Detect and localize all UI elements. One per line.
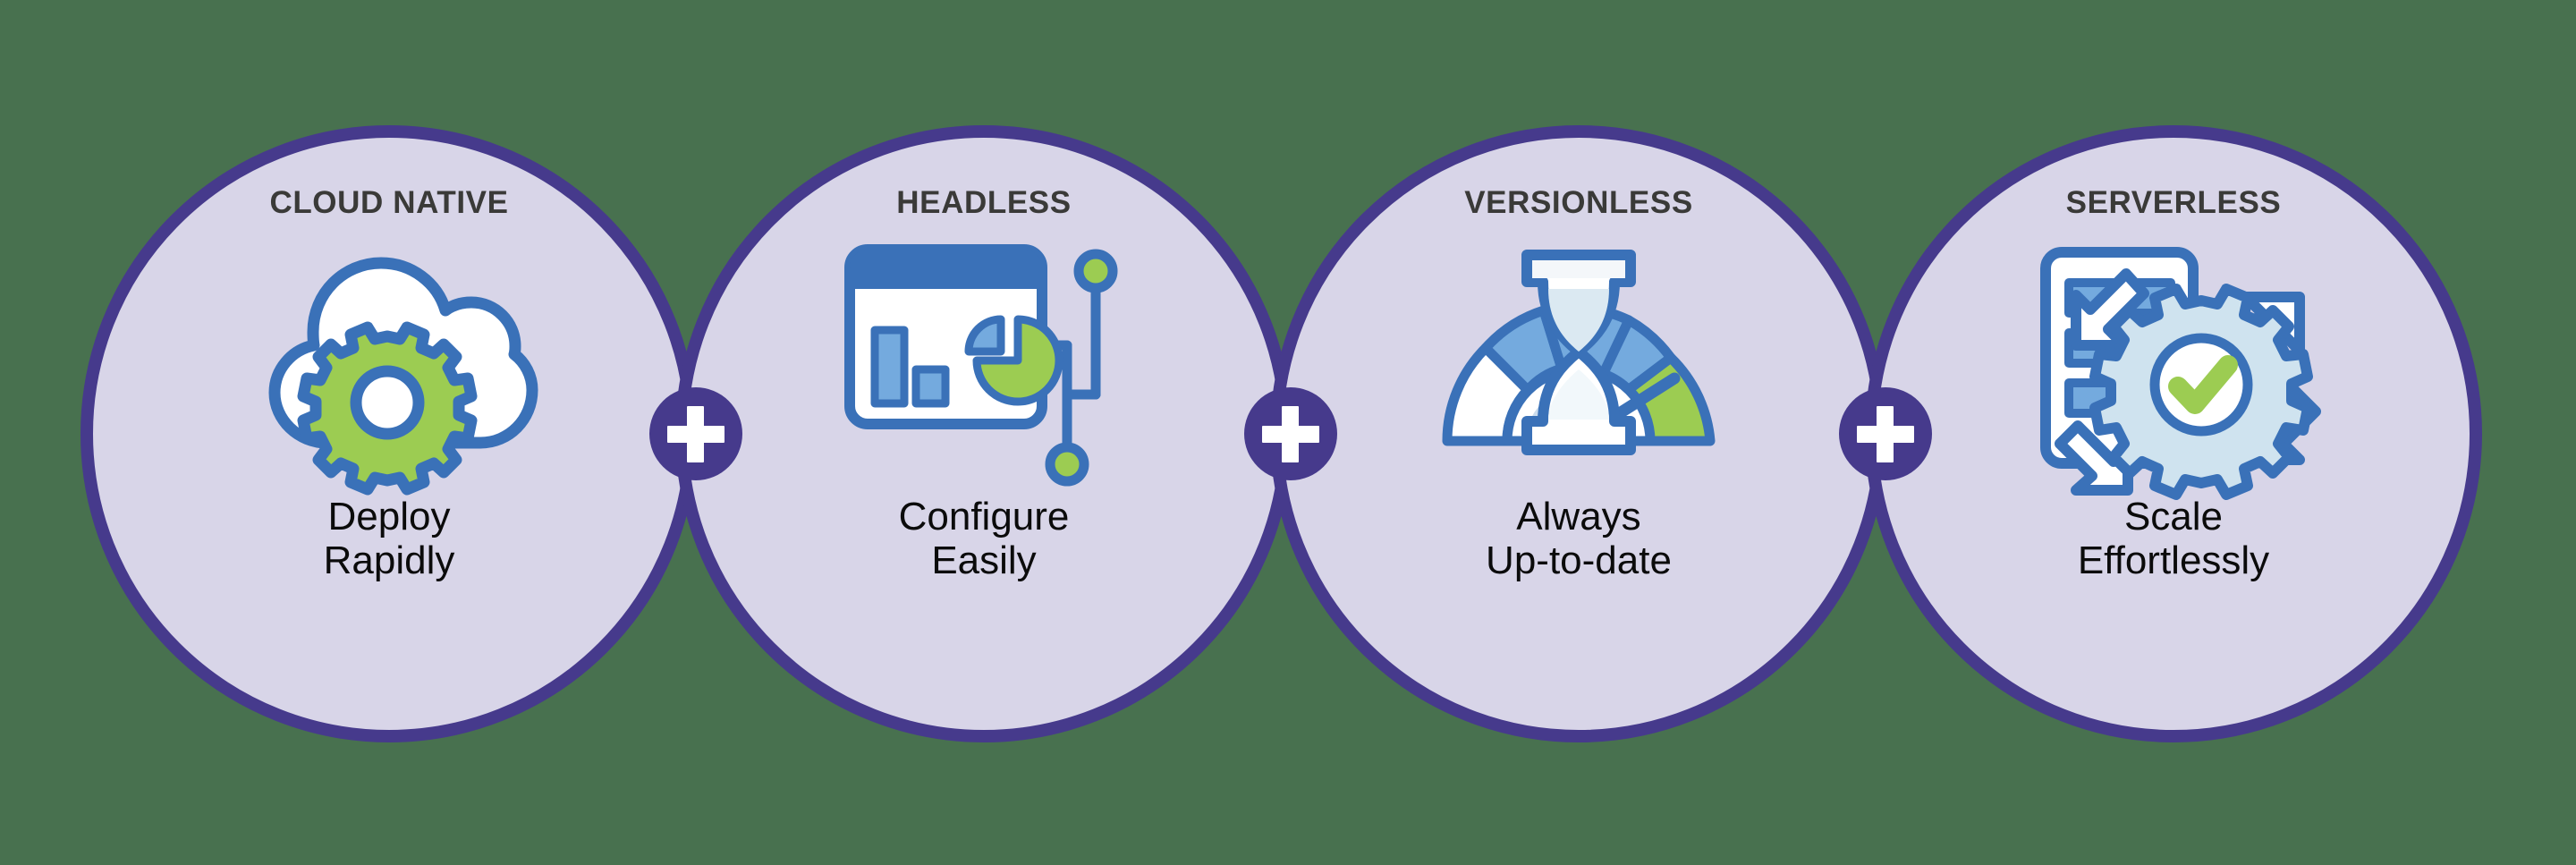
caption-line-1: Deploy: [327, 495, 451, 539]
plus-connector-1: [649, 387, 742, 480]
pillar-title: VERSIONLESS: [1464, 185, 1693, 220]
caption-line-1: Scale: [2123, 495, 2224, 539]
pillar-caption: Always Up-to-date: [1486, 495, 1672, 583]
plus-connector-2: [1244, 387, 1337, 480]
pillar-caption: Configure Easily: [899, 495, 1070, 583]
caption-line-2: Effortlessly: [2077, 539, 2270, 583]
cloud-gear-icon: [237, 226, 541, 496]
caption-line-2: Up-to-date: [1486, 539, 1672, 583]
pillar-versionless[interactable]: VERSIONLESS: [1270, 125, 1887, 742]
pillar-title: HEADLESS: [896, 185, 1072, 220]
pillar-serverless[interactable]: SERVERLESS: [1865, 125, 2482, 742]
pillar-caption: Deploy Rapidly: [324, 495, 455, 583]
caption-line-2: Rapidly: [323, 539, 455, 583]
caption-line-2: Easily: [931, 539, 1037, 583]
pillar-caption: Scale Effortlessly: [2078, 495, 2269, 583]
pillar-title: SERVERLESS: [2065, 185, 2282, 220]
pillar-headless[interactable]: HEADLESS: [675, 125, 1292, 742]
pillar-title: CLOUD NATIVE: [269, 185, 509, 220]
caption-line-1: Configure: [898, 495, 1070, 539]
server-gear-check-icon: [2021, 226, 2326, 500]
gauge-hourglass-icon: [1427, 226, 1731, 486]
plus-connector-3: [1839, 387, 1932, 480]
caption-line-1: Always: [1516, 495, 1641, 539]
pillar-cloud-native[interactable]: CLOUD NATIVE Deploy Rapidly: [80, 125, 698, 742]
dashboard-api-icon: [832, 226, 1136, 486]
